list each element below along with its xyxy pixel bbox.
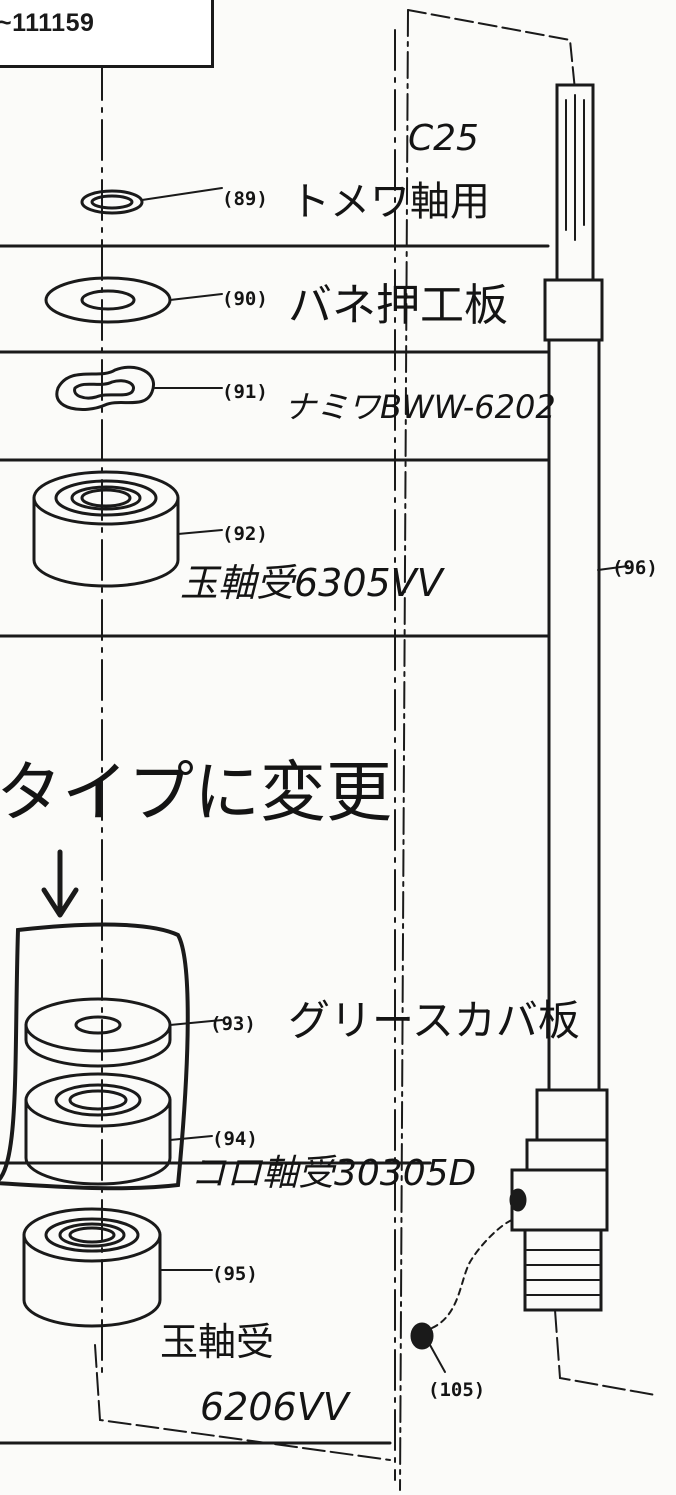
change-note: 行タイプに変更 xyxy=(0,754,392,831)
part-number-90: (90) xyxy=(222,288,268,310)
set-screw-105 xyxy=(410,1219,513,1373)
part-number-95: (95) xyxy=(212,1263,258,1285)
part-name-89: トメワ軸用 xyxy=(290,179,490,225)
part-number-105: (105) xyxy=(428,1379,485,1401)
annotation-c25: C25 xyxy=(408,118,479,159)
down-arrow-icon xyxy=(41,849,79,918)
part-name-93: グリースカバ板 xyxy=(288,996,580,1045)
frame-left xyxy=(399,9,409,1491)
frame-bottom-left xyxy=(94,1344,391,1461)
part-number-94: (94) xyxy=(212,1128,258,1150)
grease-cover-plate-93 xyxy=(24,997,223,1068)
ball-bearing-95 xyxy=(22,1207,213,1328)
frame-top xyxy=(407,9,576,91)
snap-ring-89 xyxy=(80,187,223,215)
part-name-95-line2: 6206VV xyxy=(200,1385,352,1429)
frame-bottom xyxy=(554,1309,656,1396)
part-number-89: (89) xyxy=(222,188,268,210)
part-number-92: (92) xyxy=(222,523,268,545)
wave-washer-91 xyxy=(55,365,223,411)
part-name-91: ナミワBWW-6202 xyxy=(284,388,556,426)
part-number-93: (93) xyxy=(210,1013,256,1035)
shaft-96 xyxy=(509,83,629,1312)
roller-bearing-94 xyxy=(24,1072,213,1186)
part-name-90: バネ押工板 xyxy=(288,280,508,331)
serial-number-box: ~111159 xyxy=(0,0,214,68)
spring-plate-90 xyxy=(44,276,223,324)
part-name-92: 玉軸受6305VV xyxy=(180,561,446,605)
ball-bearing-92 xyxy=(32,470,223,588)
part-number-96: (96) xyxy=(612,557,658,579)
part-number-91: (91) xyxy=(222,381,268,403)
part-name-95: 玉軸受 xyxy=(160,1320,274,1364)
change-highlight-box xyxy=(0,922,190,1191)
serial-number-label: ~111159 xyxy=(0,9,95,37)
part-name-94: コロ軸受30305D xyxy=(190,1153,476,1194)
